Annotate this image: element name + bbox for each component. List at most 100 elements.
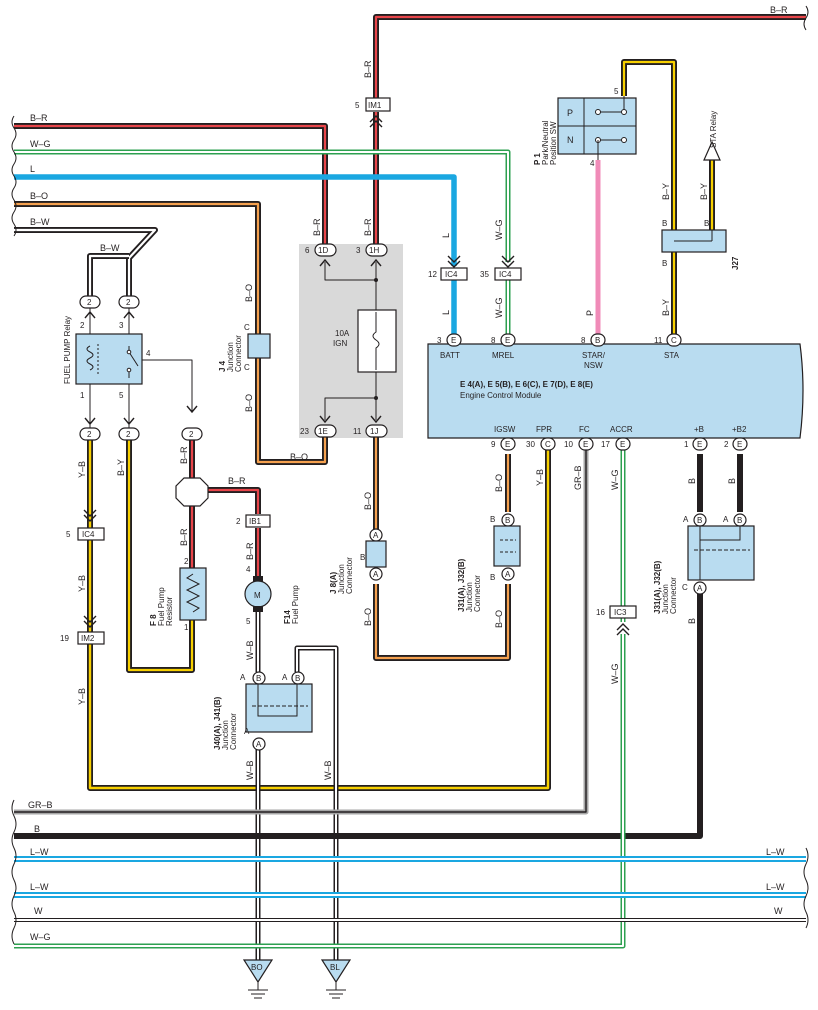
svg-text:1H: 1H <box>369 246 379 255</box>
wire-label: W–G <box>610 663 620 684</box>
j31-j32-junction-connector-igsw: B B A B J31(A), J32(B) Junction Connecto… <box>457 513 521 612</box>
svg-text:A: A <box>505 570 511 579</box>
relay-out-pin-4: 2 <box>181 427 203 441</box>
wire-gr-b <box>14 442 589 815</box>
fuel-pump-motor: 4 M 5 F14 Fuel Pump <box>244 565 300 626</box>
svg-text:11: 11 <box>654 336 663 345</box>
svg-text:5: 5 <box>119 391 124 400</box>
wire-b-r-1d <box>14 123 328 250</box>
connector-ic4-mrel: IC4 35 <box>480 255 522 281</box>
svg-text:Engine Control Module: Engine Control Module <box>460 391 542 400</box>
svg-text:B: B <box>360 553 365 562</box>
svg-text:MREL: MREL <box>492 351 515 360</box>
wire-b-r-pump <box>189 440 261 576</box>
svg-text:B: B <box>704 219 709 228</box>
j27-junction-connector: B B B J27 <box>661 219 740 270</box>
wire-w-g-mrel <box>14 149 511 336</box>
connector-1j: 1J 11 <box>353 415 388 438</box>
ecm-term-fpr: FPR C 30 <box>526 425 556 451</box>
svg-text:B: B <box>295 674 300 683</box>
svg-text:BL: BL <box>330 963 340 972</box>
ecm-term-batt: E 3 BATT <box>437 333 462 360</box>
wire-label: Y–B <box>77 688 87 705</box>
wire-label: P <box>585 310 595 316</box>
svg-text:10: 10 <box>564 440 573 449</box>
ecm-term-igsw: IGSW E 9 <box>491 425 516 451</box>
svg-text:9: 9 <box>491 440 496 449</box>
svg-text:3: 3 <box>356 246 361 255</box>
wire-label: W–B <box>323 760 333 780</box>
svg-text:M: M <box>254 591 261 600</box>
j31-j32-junction-connector-power: A B A B A C J31(A), J32(B) Junction Conn… <box>653 513 755 614</box>
svg-text:F 8: F 8 <box>149 614 158 626</box>
svg-text:IC4: IC4 <box>82 530 95 539</box>
svg-text:A: A <box>723 515 729 524</box>
wire-b-r-top <box>373 14 806 250</box>
fuel-pump-relay: 2 2 2 3 4 1 5 FUEL PUMP Relay 2 2 2 <box>63 295 203 441</box>
svg-text:B: B <box>490 515 495 524</box>
wire-label: W <box>774 906 783 916</box>
svg-text:P: P <box>567 108 573 118</box>
svg-text:E: E <box>697 440 702 449</box>
svg-text:C: C <box>244 363 250 372</box>
svg-text:B: B <box>595 336 600 345</box>
svg-text:J 8(A): J 8(A) <box>329 571 338 594</box>
ecm-term-sta: C 11 STA <box>654 333 682 360</box>
svg-text:STA Relay: STA Relay <box>709 111 718 148</box>
wire-label: B–R <box>770 5 788 15</box>
svg-text:35: 35 <box>480 270 489 279</box>
svg-text:+B: +B <box>694 425 704 434</box>
wire-b-o-igsw <box>373 432 511 661</box>
wire-label: B–O <box>290 452 308 462</box>
wire-label: L <box>30 164 35 174</box>
wire-label: L–W <box>30 882 49 892</box>
svg-text:IB1: IB1 <box>249 517 262 526</box>
svg-text:2: 2 <box>184 557 189 566</box>
wire-label: L–W <box>766 847 785 857</box>
wire-label: W–G <box>30 932 51 942</box>
wire-label: L <box>441 233 451 238</box>
svg-text:J31(A), J32(B): J31(A), J32(B) <box>457 558 466 612</box>
connector-ic3: IC3 16 <box>596 605 637 636</box>
svg-text:B: B <box>505 516 510 525</box>
wire-label: B–Y <box>661 183 671 200</box>
svg-text:A: A <box>244 727 250 736</box>
svg-text:IC4: IC4 <box>499 270 512 279</box>
wire-label: L <box>441 310 451 315</box>
svg-text:Resistor: Resistor <box>165 596 174 626</box>
wire-label: GR–B <box>573 465 583 490</box>
svg-text:2: 2 <box>87 430 92 439</box>
relay-out-pin-1: 2 <box>79 427 101 441</box>
svg-text:10A: 10A <box>335 329 350 338</box>
svg-text:Junction: Junction <box>226 342 235 372</box>
svg-text:A: A <box>697 584 703 593</box>
svg-text:4: 4 <box>146 349 151 358</box>
wire-label: W <box>34 906 43 916</box>
svg-text:2: 2 <box>80 321 85 330</box>
sta-relay-arrow: STA Relay <box>703 111 721 161</box>
svg-text:N: N <box>567 135 574 145</box>
svg-text:FUEL PUMP Relay: FUEL PUMP Relay <box>63 316 72 384</box>
wire-label: B–W <box>100 243 120 253</box>
ecm-term-plus-b2: +B2 E 2 <box>724 425 748 451</box>
svg-text:4: 4 <box>590 159 595 168</box>
svg-text:E: E <box>505 336 510 345</box>
wire-b-y-resistor <box>126 440 195 673</box>
j4-junction-connector: C C J 4 Junction Connector <box>218 323 271 372</box>
svg-text:B: B <box>490 573 495 582</box>
wire-label: B–Y <box>699 183 709 200</box>
svg-text:A: A <box>256 740 262 749</box>
wire-label: B <box>727 478 737 484</box>
svg-text:Connector: Connector <box>229 713 238 750</box>
wire-label: B–R <box>30 113 48 123</box>
svg-text:1: 1 <box>684 440 689 449</box>
svg-text:2: 2 <box>87 298 92 307</box>
wire-label: B–W <box>30 217 50 227</box>
wire-label: B–R <box>245 542 255 560</box>
wire-label: B–O <box>494 474 504 492</box>
svg-text:NSW: NSW <box>584 361 603 370</box>
svg-text:IM1: IM1 <box>368 101 382 110</box>
wire-y-b <box>87 440 551 791</box>
svg-text:5: 5 <box>66 530 71 539</box>
